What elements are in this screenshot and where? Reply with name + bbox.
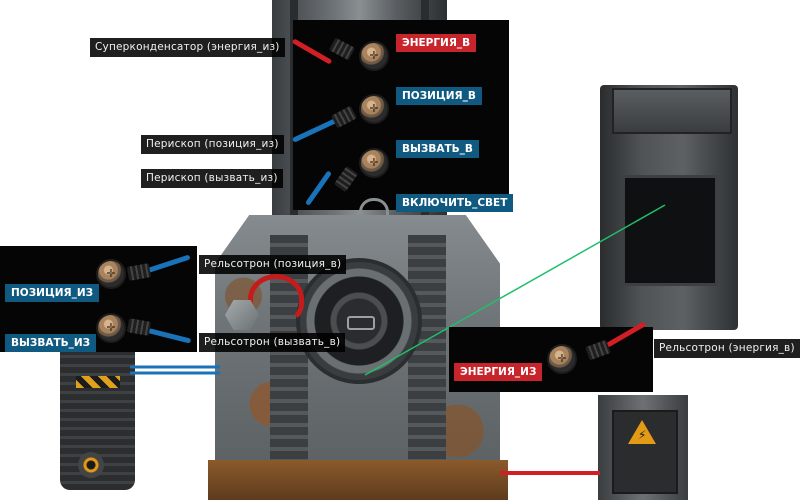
pin-position-out[interactable]: ПОЗИЦИЯ_ИЗ: [5, 284, 100, 302]
railgun-connector-1[interactable]: ✛: [96, 259, 126, 289]
reactor-base: [208, 460, 508, 500]
wire-label-periscope-position: Перископ (позиция_из): [141, 135, 284, 154]
pin-light-on[interactable]: ВКЛЮЧИТЬ_СВЕТ: [396, 194, 514, 212]
signal-cable-2: [304, 170, 332, 206]
railgun-connector-2[interactable]: ✛: [96, 313, 126, 343]
side-bolt: [225, 300, 259, 330]
railgun-signal-cable-2: [147, 328, 192, 344]
screw-icon: ✛: [106, 267, 116, 280]
red-coil-cable: [248, 274, 304, 324]
capacitor-plug[interactable]: [585, 339, 611, 361]
connector-1[interactable]: ✛: [359, 41, 389, 71]
power-cable: [291, 38, 333, 65]
lightning-icon: ⚡: [638, 428, 647, 442]
supercapacitor-connection-panel: ✛ ЭНЕРГИЯ_ИЗ: [449, 321, 653, 392]
reactor-core: [296, 258, 422, 384]
railgun-connection-panel: ✛ ✛ ПОЗИЦИЯ_ИЗ ВЫЗВАТЬ_ИЗ: [0, 246, 197, 352]
capacitor-connector[interactable]: ✛: [547, 344, 577, 374]
signal-plug-1[interactable]: [331, 105, 357, 129]
wire-label-railgun-call: Рельсотрон (вызвать_в): [199, 333, 346, 352]
pin-energy-out[interactable]: ЭНЕРГИЯ_ИЗ: [454, 363, 543, 381]
pin-energy-in[interactable]: ЭНЕРГИЯ_В: [396, 34, 477, 52]
signal-plug-2[interactable]: [333, 165, 359, 193]
connector-2[interactable]: ✛: [359, 94, 389, 124]
pin-call-in[interactable]: ВЫЗВАТЬ_В: [396, 140, 479, 158]
wire-label-supercapacitor: Суперконденсатор (энергия_из): [90, 38, 285, 57]
screw-icon: ✛: [369, 102, 379, 115]
selection-line: [364, 204, 666, 376]
periscope-cap: [612, 88, 732, 134]
screw-icon: ✛: [106, 321, 116, 334]
hazard-stripe: [76, 376, 120, 388]
screw-icon: ✛: [369, 156, 379, 169]
railgun-wheel: [78, 452, 104, 478]
connector-3[interactable]: ✛: [359, 148, 389, 178]
periscope-window: [622, 175, 718, 286]
railgun-plug-1[interactable]: [126, 263, 152, 281]
wire-label-railgun-position: Рельсотрон (позиция_в): [199, 255, 347, 274]
power-plug[interactable]: [329, 37, 355, 61]
railgun-plug-2[interactable]: [126, 318, 152, 336]
reactor-connection-panel: ✛ ✛ ✛ ЭНЕРГИЯ_В ПОЗИЦИЯ_В ВЫЗВАТЬ_В ВКЛЮ…: [291, 20, 514, 215]
high-voltage-icon: [628, 420, 656, 444]
wire-label-periscope-call: Перископ (вызвать_из): [141, 169, 283, 188]
reactor-right-column: [408, 235, 446, 480]
pin-call-out[interactable]: ВЫЗВАТЬ_ИЗ: [5, 334, 97, 352]
screw-icon: ✛: [369, 49, 379, 62]
wire-label-railgun-energy: Рельсотрон (энергия_в): [654, 339, 800, 358]
railgun-signal-cable-1: [147, 254, 191, 273]
hook-icon: [359, 198, 389, 215]
signal-cable-1: [291, 117, 338, 143]
pin-position-in[interactable]: ПОЗИЦИЯ_В: [396, 87, 482, 105]
screw-icon: ✛: [557, 352, 567, 365]
